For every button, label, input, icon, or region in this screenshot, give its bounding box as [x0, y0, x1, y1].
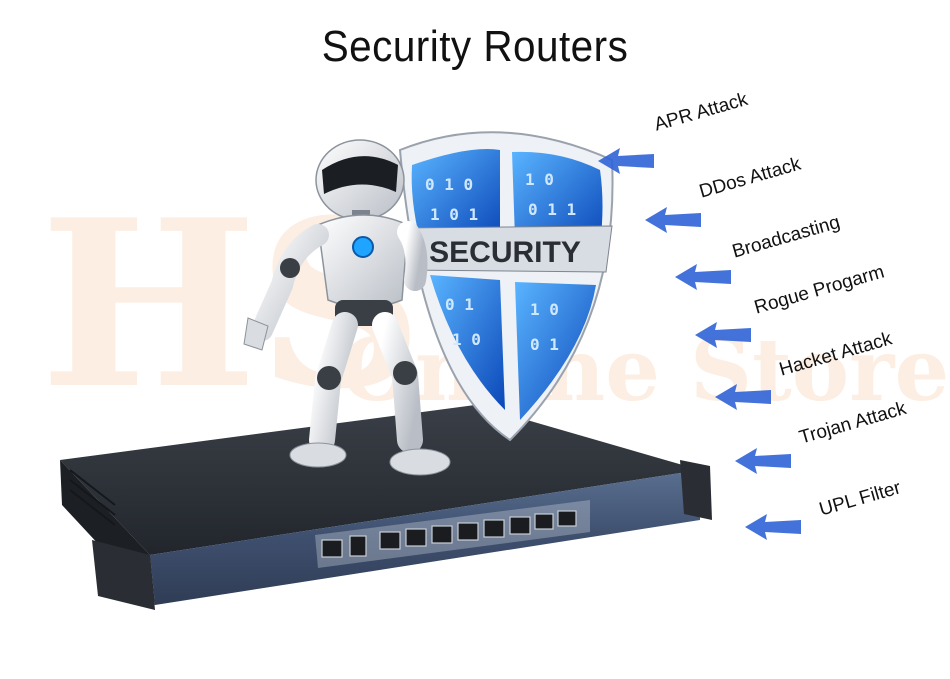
arrow-left-icon: [745, 514, 801, 540]
svg-text:1 0: 1 0: [525, 170, 554, 189]
svg-text:0 1 1: 0 1 1: [528, 200, 576, 219]
arrow-left-icon: [675, 264, 731, 290]
shield-label: SECURITY: [429, 236, 581, 269]
arrow-left-icon: [598, 148, 654, 174]
svg-text:0 1: 0 1: [445, 295, 474, 314]
svg-text:1 0: 1 0: [530, 300, 559, 319]
arrow-left-icon: [715, 384, 771, 410]
page-title: Security Routers: [321, 22, 629, 71]
arrow-left-icon: [735, 448, 791, 474]
svg-text:1 0 1: 1 0 1: [430, 205, 478, 224]
svg-text:0 1 0: 0 1 0: [425, 175, 473, 194]
svg-text:1 0: 1 0: [452, 330, 481, 349]
svg-text:0 1: 0 1: [530, 335, 559, 354]
robot-icon: [243, 139, 451, 476]
shield-icon: 0 1 0 1 0 1 1 0 0 1 1 0 1 1 0 1 0 0 1 SE…: [397, 131, 614, 442]
router-icon: [60, 405, 712, 610]
arrow-left-icon: [645, 207, 701, 233]
arrow-left-icon: [695, 322, 751, 348]
